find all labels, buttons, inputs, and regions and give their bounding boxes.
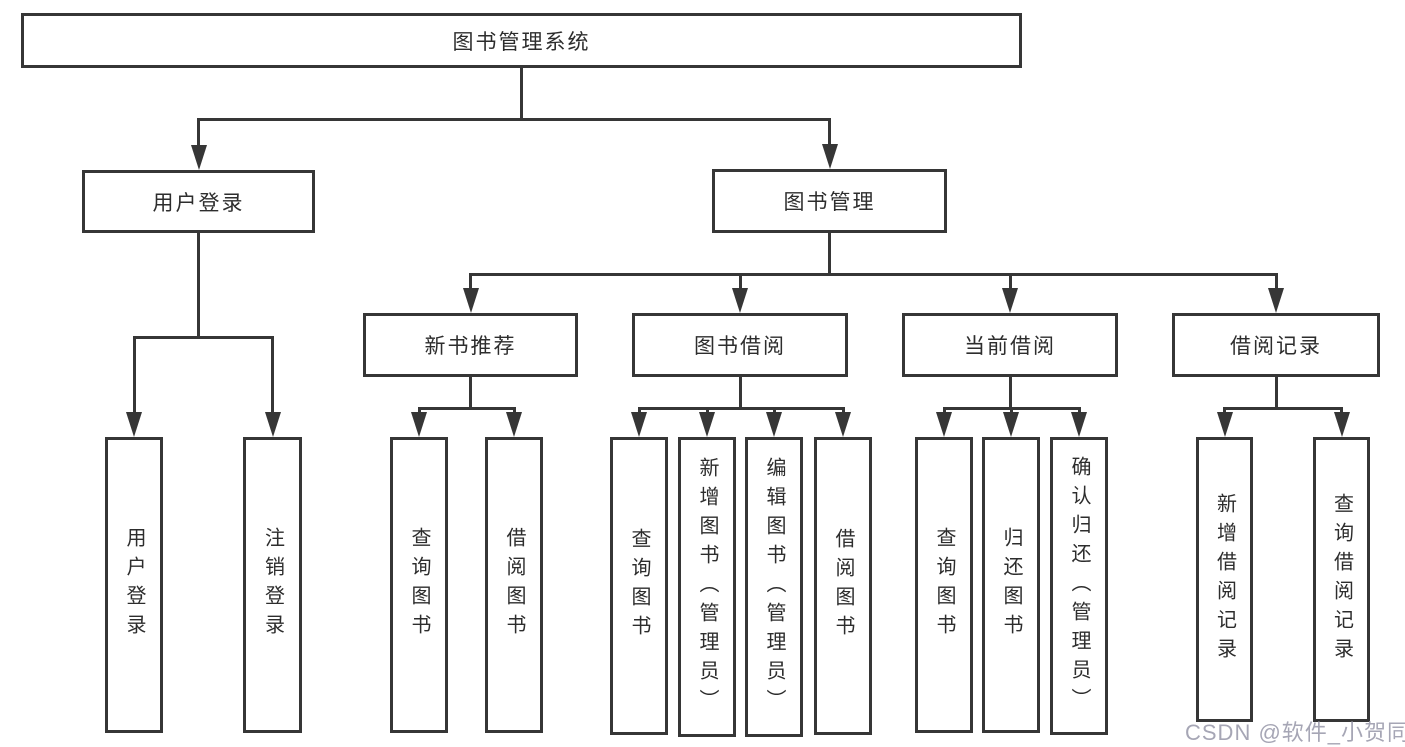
node-label-leaf-recd-query: 查询借阅记录 xyxy=(1330,492,1353,667)
node-label-leaf-bor-query: 查询图书 xyxy=(628,528,650,644)
node-leaf-rec-query: 查询图书 xyxy=(390,437,448,733)
arrowhead-down-icon-leaf-rec-query xyxy=(411,412,427,437)
arrowhead-down-icon-current-borrow xyxy=(1002,288,1018,313)
node-leaf-rec-borrow: 借阅图书 xyxy=(485,437,543,733)
arrowhead-down-icon-leaf-cur-return xyxy=(1003,412,1019,437)
node-leaf-login: 用户登录 xyxy=(105,437,163,733)
connector-drop-book-borrow xyxy=(738,273,742,288)
arrowhead-down-icon-leaf-login xyxy=(126,412,142,437)
connector-stem-borrow-records xyxy=(1274,377,1278,410)
connector-bar-book-mgmt xyxy=(469,273,1278,276)
arrowhead-down-icon-leaf-recd-query xyxy=(1333,412,1350,437)
connector-stem-user-login xyxy=(197,233,200,339)
node-label-leaf-bor-borrow: 借阅图书 xyxy=(832,528,854,644)
connector-drop-leaf-cur-confirm xyxy=(1077,407,1081,412)
node-label-leaf-cur-return: 归还图书 xyxy=(1000,527,1022,643)
connector-drop-leaf-recd-query xyxy=(1340,407,1343,412)
node-label-leaf-bor-edit: 编辑图书（管理员） xyxy=(763,456,785,718)
node-leaf-recd-add: 新增借阅记录 xyxy=(1196,437,1253,722)
connector-drop-leaf-bor-query xyxy=(637,407,641,412)
connector-bar-user-login xyxy=(132,336,274,339)
node-label-user-login: 用户登录 xyxy=(152,191,245,215)
node-leaf-bor-edit: 编辑图书（管理员） xyxy=(745,437,803,737)
node-label-leaf-bor-add: 新增图书（管理员） xyxy=(696,456,718,718)
connector-drop-leaf-rec-borrow xyxy=(512,407,516,412)
node-label-leaf-rec-query: 查询图书 xyxy=(408,527,430,643)
arrowhead-down-icon-leaf-bor-edit xyxy=(766,412,782,437)
arrowhead-down-icon-leaf-logout xyxy=(264,412,281,437)
node-leaf-bor-borrow: 借阅图书 xyxy=(814,437,872,735)
connector-bar-new-book-rec xyxy=(417,407,516,410)
node-label-new-book-rec: 新书推荐 xyxy=(424,335,517,358)
node-leaf-bor-add: 新增图书（管理员） xyxy=(678,437,736,737)
connector-drop-new-book-rec xyxy=(469,273,472,288)
connector-drop-user-login xyxy=(197,118,200,145)
connector-stem-root xyxy=(520,68,523,121)
connector-stem-book-mgmt xyxy=(828,233,831,276)
connector-drop-borrow-records xyxy=(1274,273,1278,288)
connector-drop-leaf-logout xyxy=(271,336,274,412)
connector-drop-leaf-recd-add xyxy=(1223,407,1226,412)
node-leaf-recd-query: 查询借阅记录 xyxy=(1313,437,1370,722)
node-label-book-mgmt: 图书管理 xyxy=(783,191,876,214)
arrowhead-down-icon-new-book-rec xyxy=(462,288,479,313)
arrowhead-down-icon-borrow-records xyxy=(1268,288,1284,313)
node-new-book-rec: 新书推荐 xyxy=(363,313,578,377)
connector-stem-book-borrow xyxy=(738,377,742,410)
node-current-borrow: 当前借阅 xyxy=(902,313,1118,377)
connector-drop-leaf-rec-query xyxy=(417,407,421,412)
node-user-login: 用户登录 xyxy=(82,170,315,233)
connector-drop-leaf-cur-return xyxy=(1009,407,1013,412)
node-label-leaf-cur-confirm: 确认归还（管理员） xyxy=(1068,455,1090,717)
watermark: CSDN @软件_小贺同学 xyxy=(1185,720,1405,745)
node-leaf-logout: 注销登录 xyxy=(243,437,302,733)
arrowhead-down-icon-leaf-bor-borrow xyxy=(835,412,851,437)
connector-stem-current-borrow xyxy=(1008,377,1012,410)
node-leaf-cur-confirm: 确认归还（管理员） xyxy=(1050,437,1108,735)
arrowhead-down-icon-leaf-bor-query xyxy=(631,412,647,437)
node-label-leaf-rec-borrow: 借阅图书 xyxy=(503,527,525,643)
node-label-current-borrow: 当前借阅 xyxy=(964,335,1056,358)
node-book-mgmt: 图书管理 xyxy=(712,169,947,233)
arrowhead-down-icon-leaf-cur-confirm xyxy=(1071,412,1087,437)
node-label-leaf-recd-add: 新增借阅记录 xyxy=(1213,492,1236,667)
node-leaf-cur-return: 归还图书 xyxy=(982,437,1040,733)
connector-drop-leaf-login xyxy=(132,336,136,412)
connector-bar-borrow-records xyxy=(1223,407,1343,410)
connector-bar-book-borrow xyxy=(637,407,845,410)
connector-drop-current-borrow xyxy=(1008,273,1012,288)
node-book-borrow: 图书借阅 xyxy=(632,313,848,377)
arrowhead-down-icon-leaf-bor-add xyxy=(699,412,715,437)
node-label-borrow-records: 借阅记录 xyxy=(1230,335,1322,358)
arrowhead-down-icon-book-borrow xyxy=(732,288,748,313)
node-label-book-borrow: 图书借阅 xyxy=(694,335,786,358)
node-leaf-bor-query: 查询图书 xyxy=(610,437,668,735)
arrowhead-down-icon-user-login xyxy=(190,145,207,170)
arrowhead-down-icon-book-mgmt xyxy=(821,144,838,169)
arrowhead-down-icon-leaf-rec-borrow xyxy=(506,412,522,437)
connector-bar-root xyxy=(197,118,831,121)
connector-drop-leaf-bor-add xyxy=(705,407,709,412)
connector-drop-leaf-bor-borrow xyxy=(841,407,845,412)
connector-drop-leaf-bor-edit xyxy=(772,407,776,412)
node-borrow-records: 借阅记录 xyxy=(1172,313,1380,377)
arrowhead-down-icon-leaf-recd-add xyxy=(1216,412,1233,437)
connector-drop-book-mgmt xyxy=(828,118,831,144)
node-label-leaf-cur-query: 查询图书 xyxy=(933,527,955,643)
node-root: 图书管理系统 xyxy=(21,13,1022,68)
node-label-leaf-login: 用户登录 xyxy=(123,527,145,643)
node-label-leaf-logout: 注销登录 xyxy=(261,527,284,643)
node-leaf-cur-query: 查询图书 xyxy=(915,437,973,733)
node-label-root: 图书管理系统 xyxy=(452,30,591,54)
arrowhead-down-icon-leaf-cur-query xyxy=(936,412,952,437)
connector-stem-new-book-rec xyxy=(469,377,472,410)
connector-drop-leaf-cur-query xyxy=(942,407,946,412)
